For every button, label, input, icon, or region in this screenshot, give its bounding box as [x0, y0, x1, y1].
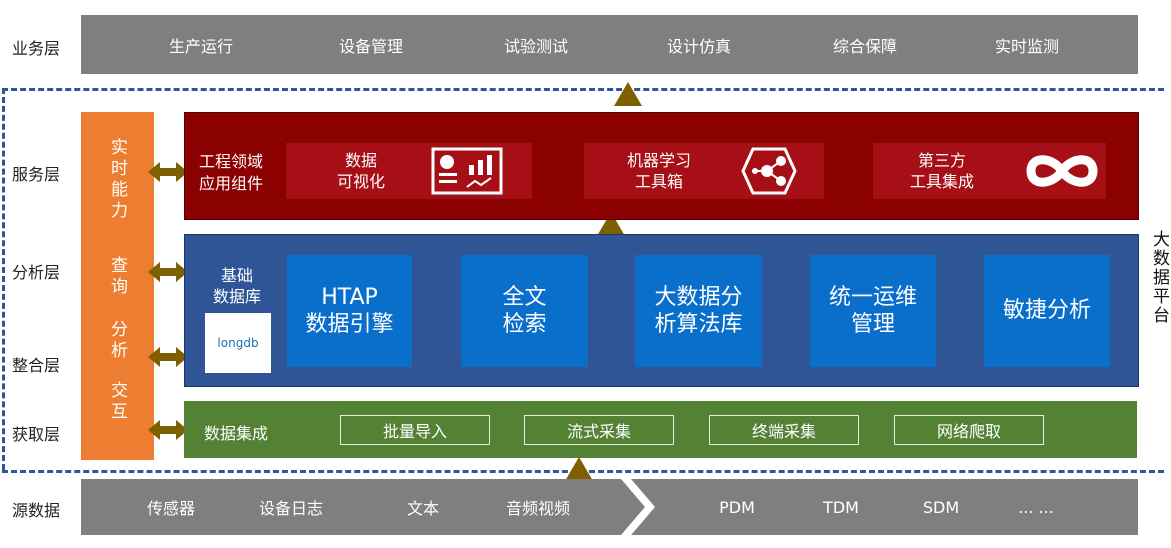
analysis-card-label: 数据引擎	[305, 312, 394, 337]
acquisition-title: 数据集成	[204, 424, 269, 443]
service-card-label: 第三方	[917, 151, 966, 170]
business-item: 生产运行	[168, 36, 233, 56]
longdb-logo-text: longdb	[217, 336, 259, 350]
business-bar: 生产运行 设备管理 试验测试 设计仿真 综合保障 实时监测	[81, 15, 1138, 74]
analysis-card-label: 敏捷分析	[1002, 298, 1091, 324]
service-card-visualization: 数据 可视化	[286, 143, 532, 199]
network-nodes-icon	[741, 147, 797, 195]
layer-label-integration: 整合层	[12, 356, 61, 375]
analysis-card-agile-analysis: 敏捷分析	[984, 255, 1110, 367]
source-item: 设备日志	[258, 499, 323, 518]
source-item: 传感器	[146, 499, 195, 518]
analysis-panel: 基础 数据库 longdb HTAP 数据引擎 全文 检索 大数据分 析算法库 …	[184, 234, 1139, 387]
analysis-card-label: 全文	[502, 284, 547, 310]
source-item: 音频视频	[505, 499, 570, 518]
source-item: ... ...	[1018, 497, 1054, 517]
service-title-line: 工程领域	[199, 152, 264, 171]
business-item: 设计仿真	[666, 36, 731, 56]
analysis-card-htap: HTAP 数据引擎	[287, 255, 412, 367]
service-title-line: 应用组件	[199, 174, 264, 193]
service-card-label: 工具箱	[634, 172, 683, 191]
layer-label-business: 业务层	[12, 39, 61, 58]
service-card-ml-toolbox: 机器学习 工具箱	[584, 143, 824, 199]
realtime-capability-column: 实时能力 查询 分析 交互	[81, 112, 154, 460]
platform-label: 大数据平台	[1147, 230, 1169, 332]
up-arrow-icon	[565, 457, 593, 481]
double-arrow-icon	[148, 347, 188, 367]
acquisition-panel: 数据集成 批量导入 流式采集 终端采集 网络爬取	[184, 401, 1137, 458]
realtime-item: 交互	[107, 381, 127, 423]
layer-label-service: 服务层	[12, 165, 61, 184]
realtime-item: 查询	[107, 256, 127, 298]
analysis-card-label: 大数据分	[654, 284, 743, 310]
business-item: 实时监测	[994, 36, 1059, 56]
analysis-card-ops-management: 统一运维 管理	[810, 255, 936, 367]
chevron-separator-icon	[621, 479, 655, 535]
service-card-label: 机器学习	[626, 151, 691, 170]
acquisition-item: 流式采集	[524, 415, 674, 445]
layer-label-analysis: 分析层	[12, 263, 61, 282]
double-arrow-icon	[148, 162, 188, 182]
service-title: 工程领域 应用组件	[199, 151, 263, 195]
service-panel: 工程领域 应用组件 数据 可视化 机器学习 工具箱	[184, 112, 1139, 220]
realtime-title: 实时能力	[107, 138, 127, 222]
double-arrow-icon	[148, 262, 188, 282]
source-item: TDM	[823, 497, 859, 517]
realtime-item: 分析	[107, 320, 127, 362]
base-database-line: 数据库	[212, 287, 261, 306]
layer-label-source: 源数据	[12, 501, 61, 520]
source-item: 文本	[406, 499, 439, 518]
analysis-card-label: 统一运维	[828, 284, 917, 310]
up-arrow-icon	[614, 82, 642, 106]
analysis-card-label: 析算法库	[654, 312, 743, 337]
analysis-card-fulltext: 全文 检索	[461, 255, 588, 367]
business-item: 设备管理	[338, 36, 403, 56]
analysis-card-label: HTAP	[321, 284, 378, 310]
service-card-label: 工具集成	[909, 172, 974, 191]
service-card-label: 数据	[344, 151, 377, 170]
service-card-label: 可视化	[336, 172, 385, 191]
analysis-card-algorithm-library: 大数据分 析算法库	[635, 255, 762, 367]
source-bar: 传感器 设备日志 文本 音频视频 PDM TDM SDM ... ...	[81, 479, 1138, 535]
source-item: SDM	[922, 497, 960, 517]
double-arrow-icon	[148, 420, 188, 440]
platform-boundary-left	[2, 88, 5, 470]
dashboard-chart-icon	[431, 147, 503, 195]
base-database-title: 基础 数据库	[205, 265, 269, 307]
analysis-card-label: 管理	[850, 312, 895, 337]
service-card-third-party: 第三方 工具集成	[873, 143, 1106, 199]
business-item: 综合保障	[832, 36, 897, 56]
acquisition-item: 批量导入	[340, 415, 490, 445]
longdb-logo: longdb	[205, 313, 271, 373]
acquisition-item: 终端采集	[709, 415, 859, 445]
acquisition-item: 网络爬取	[894, 415, 1044, 445]
platform-label-text: 大数据平台	[1149, 230, 1169, 325]
analysis-card-label: 检索	[502, 312, 547, 337]
source-item: PDM	[719, 497, 755, 517]
layer-label-acquisition: 获取层	[12, 425, 61, 444]
business-item: 试验测试	[503, 36, 568, 56]
infinity-icon	[1026, 155, 1098, 187]
base-database-line: 基础	[220, 266, 253, 285]
